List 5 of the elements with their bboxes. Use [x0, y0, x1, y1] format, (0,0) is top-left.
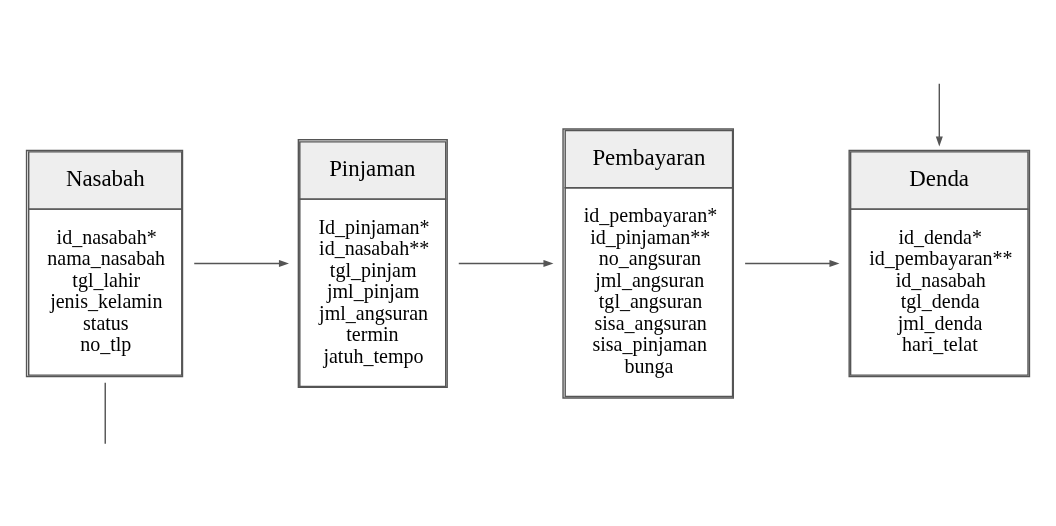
arrow: [935, 82, 943, 146]
arrow: [458, 259, 554, 267]
arrow: [744, 259, 840, 267]
connector: [104, 381, 106, 444]
arrow: [193, 259, 289, 267]
